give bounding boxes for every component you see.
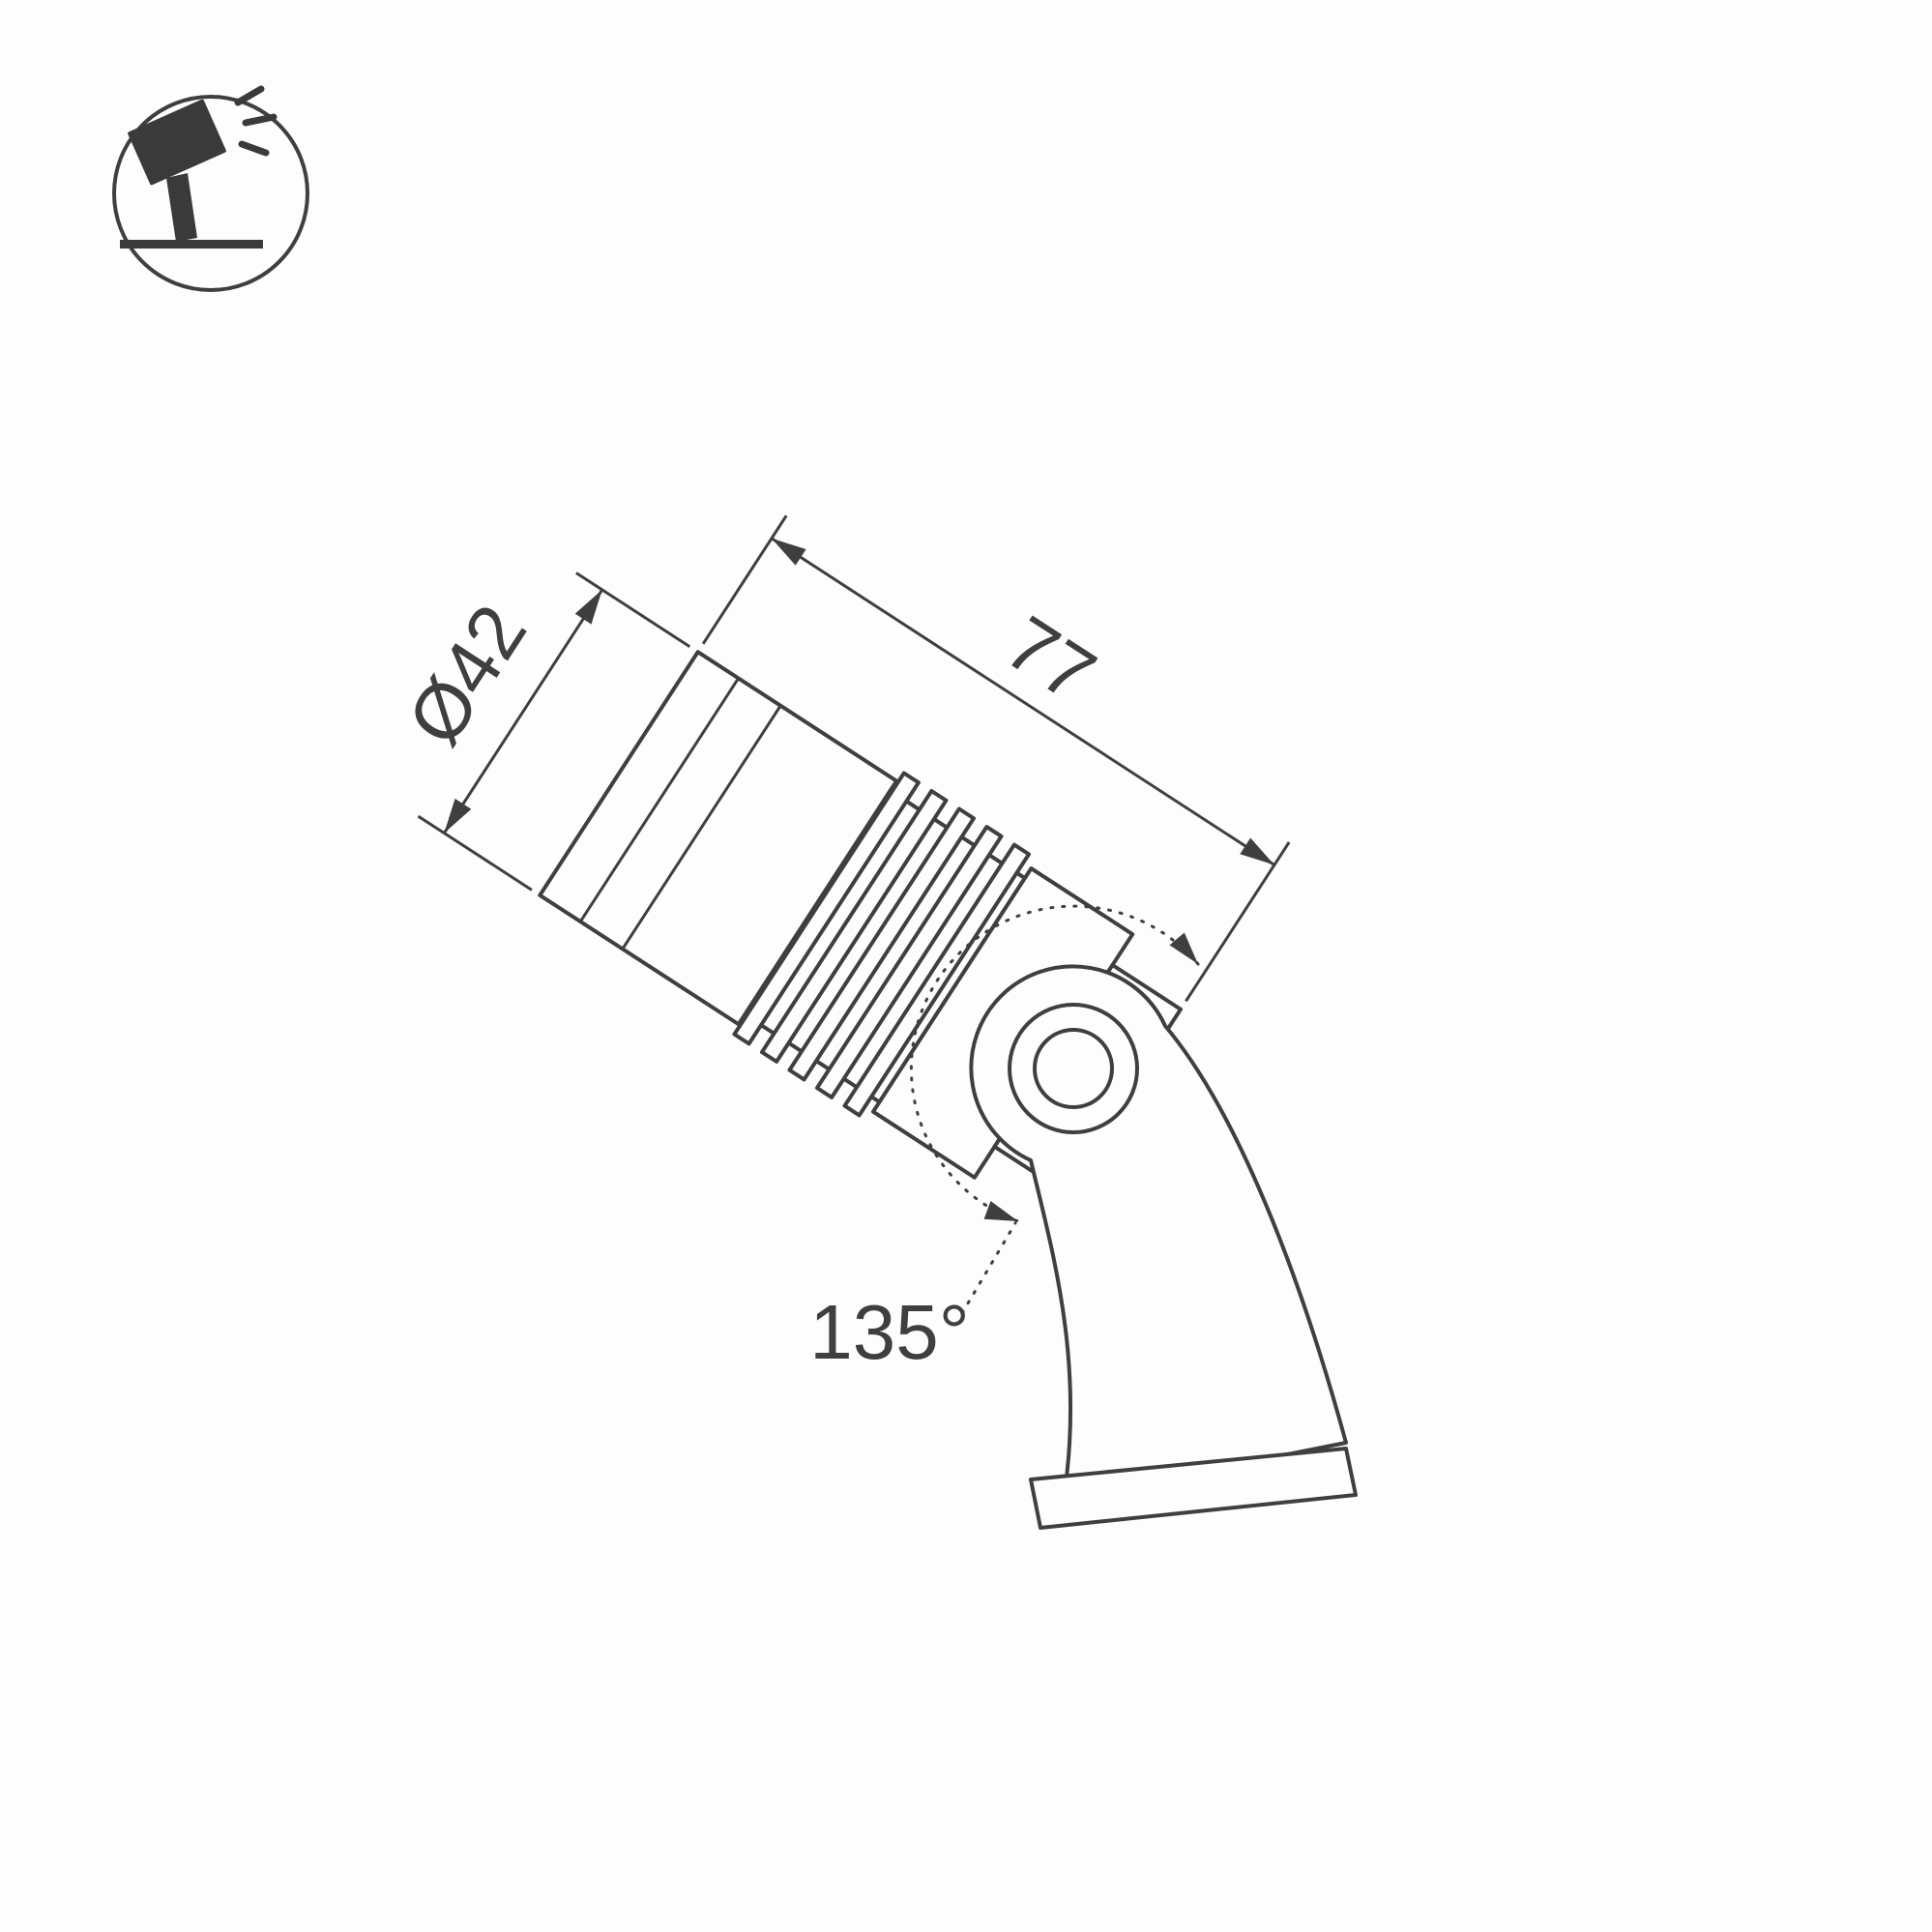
extension-line: [575, 571, 691, 649]
spotlight-stem-icon: [166, 173, 197, 242]
cooling-fin: [787, 806, 976, 1082]
bezel-ring-line: [578, 677, 740, 922]
dimension-arrow: [1240, 837, 1274, 865]
rotation-arrow: [1169, 932, 1198, 964]
extension-line: [1185, 841, 1291, 1003]
light-ray: [234, 85, 265, 106]
pivot-inner-circle: [1033, 1028, 1114, 1109]
dimension-arrow: [771, 538, 806, 566]
cooling-fin: [732, 771, 921, 1046]
extension-line: [701, 514, 788, 645]
dimension-arrow: [574, 589, 602, 625]
spotlight-head-icon: [128, 99, 226, 186]
angle-dimension-label: 135°: [809, 1289, 969, 1375]
badge-circle: [112, 95, 309, 292]
cooling-fin: [759, 789, 949, 1064]
light-rays-icon: [234, 85, 278, 157]
ground-line-icon: [120, 240, 263, 249]
light-ray: [238, 140, 270, 157]
dimension-line: [443, 589, 603, 834]
light-ray: [242, 113, 278, 127]
bezel-ring-line: [621, 704, 782, 951]
cooling-fin: [815, 825, 1004, 1099]
rotation-arrow: [983, 1200, 1018, 1221]
bracket-base-plate: [1029, 1447, 1358, 1530]
angle-annotation: 135°: [809, 904, 1200, 1375]
dimension-arrow: [444, 798, 472, 834]
dimension-line: [771, 537, 1275, 866]
rotation-arc: [909, 904, 1200, 1223]
product-type-badge: [112, 85, 309, 292]
tilting-spotlight-icon: [128, 99, 226, 186]
extension-line: [417, 814, 533, 892]
mounting-bracket: [969, 964, 1358, 1530]
